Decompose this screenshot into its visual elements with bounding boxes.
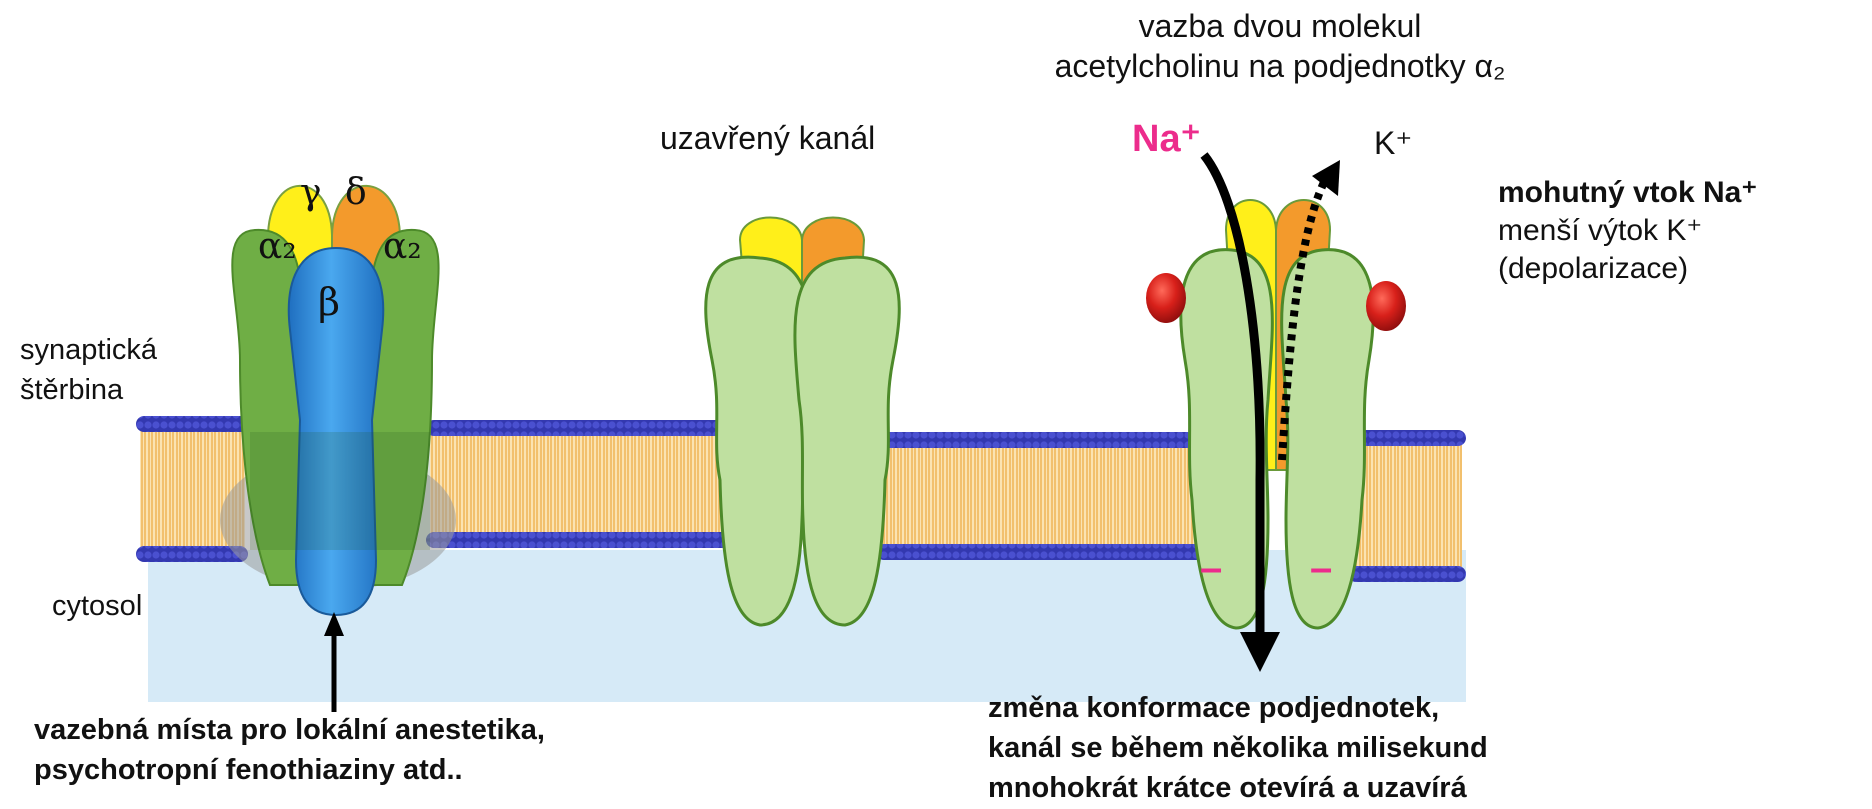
acetylcholine-left [1146,273,1186,323]
subunit-beta: β [318,280,340,324]
synaptic-cleft-line1: synaptická [20,330,157,370]
binding-caption: vazba dvou molekul acetylcholinu na podj… [960,6,1600,86]
closed-channel-label: uzavřený kanál [660,120,875,157]
depolarization-text: (depolarizace) [1498,250,1757,288]
binding-caption-line1: vazba dvou molekul [960,6,1600,46]
subunit-gamma: γ [300,172,322,213]
k-efflux-arrowhead [1312,160,1340,196]
charge-mark-right: – [1310,546,1332,591]
conformation-line1: změna konformace podjednotek, [988,688,1488,728]
cytosol-label: cytosol [52,590,142,623]
conformation-caption: změna konformace podjednotek, kanál se b… [988,688,1488,808]
flux-explanation: mohutný vtok Na⁺ menší výtok K⁺ (depolar… [1498,174,1757,288]
conformation-line3: mnohokrát krátce otevírá a uzavírá [988,768,1488,808]
influx-text: mohutný vtok Na⁺ [1498,174,1757,212]
sodium-ion-label: Na⁺ [1132,116,1201,161]
acetylcholine-right [1366,281,1406,331]
charge-mark-left: – [1200,546,1222,591]
potassium-ion-label: K⁺ [1374,124,1412,162]
synaptic-cleft-line2: štěrbina [20,370,157,410]
synaptic-cleft-label: synaptická štěrbina [20,330,157,410]
efflux-text: menší výtok K⁺ [1498,212,1757,250]
subunit-alpha-left: α₂ [258,226,297,267]
subunit-alpha-right: α₂ [383,226,422,267]
binding-caption-line2: acetylcholinu na podjednotky α₂ [960,46,1600,86]
binding-sites-line2: psychotropní fenothiaziny atd.. [34,750,545,790]
binding-sites-caption: vazebná místa pro lokální anestetika, ps… [34,710,545,790]
subunit-delta: δ [345,172,367,213]
binding-sites-line1: vazebná místa pro lokální anestetika, [34,710,545,750]
conformation-line2: kanál se během několika milisekund [988,728,1488,768]
